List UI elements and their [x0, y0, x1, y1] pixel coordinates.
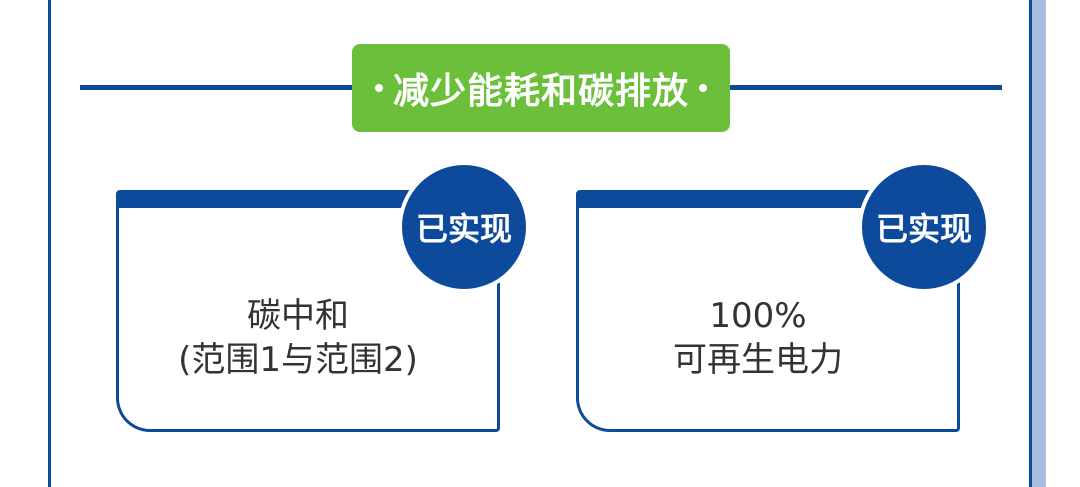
frame-left-border [48, 0, 51, 487]
achieved-badge: 已实现 [858, 161, 990, 293]
bullet-dot-icon [699, 84, 707, 92]
achieved-badge: 已实现 [398, 161, 530, 293]
frame-right-border [1029, 0, 1032, 487]
section-divider-left [80, 85, 360, 90]
section-title-badge: 减少能耗和碳排放 [352, 44, 730, 132]
card-line-1: 碳中和 [247, 296, 349, 336]
card-line-1: 100% [709, 296, 807, 336]
bullet-dot-icon [374, 84, 383, 92]
section-title: 减少能耗和碳排放 [392, 71, 689, 112]
card-text: 100% 可再生电力 [559, 294, 957, 382]
card-line-2: 可再生电力 [673, 340, 843, 380]
achieved-badge-label: 已实现 [415, 210, 512, 248]
card-line-2: (范围1与范围2) [178, 340, 418, 380]
achieved-badge-label: 已实现 [875, 210, 972, 248]
achievement-card-renewable-power: 100% 可再生电力 [576, 190, 960, 432]
section-divider-right [724, 85, 1002, 90]
card-text: 碳中和 (范围1与范围2) [99, 294, 497, 382]
frame-outer-strip [1032, 0, 1046, 487]
